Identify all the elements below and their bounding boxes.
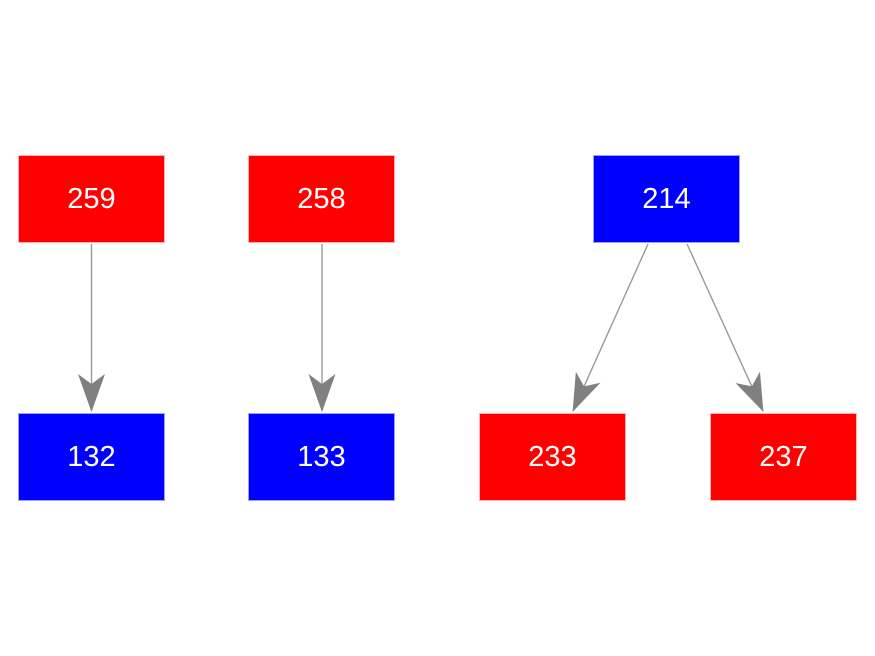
node-133-label: 133 xyxy=(297,440,346,473)
node-233-label: 233 xyxy=(528,440,577,473)
node-214-label: 214 xyxy=(642,182,691,215)
node-258-label: 258 xyxy=(297,182,346,215)
node-259[interactable]: 259 xyxy=(18,155,165,243)
edge-214-233 xyxy=(572,243,649,412)
node-237[interactable]: 237 xyxy=(710,413,857,501)
node-132[interactable]: 132 xyxy=(18,413,165,501)
node-233[interactable]: 233 xyxy=(479,413,626,501)
node-132-label: 132 xyxy=(67,440,116,473)
node-258[interactable]: 258 xyxy=(248,155,395,243)
edge-214-237 xyxy=(686,243,764,412)
node-237-label: 237 xyxy=(759,440,808,473)
node-214[interactable]: 214 xyxy=(593,155,740,243)
node-133[interactable]: 133 xyxy=(248,413,395,501)
node-259-label: 259 xyxy=(67,182,116,215)
